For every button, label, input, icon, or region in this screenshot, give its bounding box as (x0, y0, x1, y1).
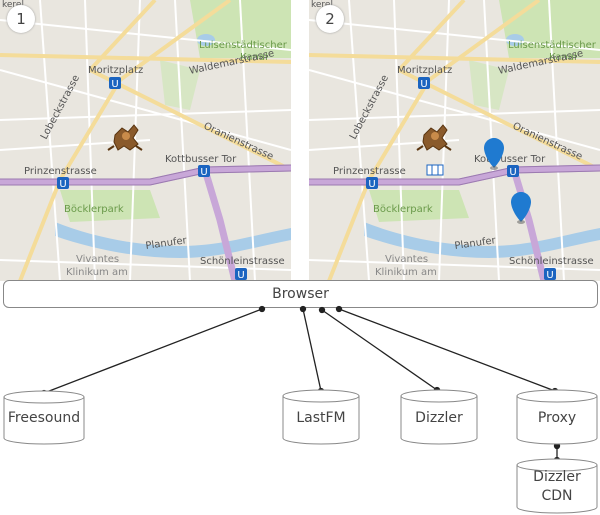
dizzler-database-icon (400, 389, 478, 445)
map-label: Vivantes (385, 254, 428, 265)
subway-station-icon: U (366, 177, 378, 190)
lastfm-node: LastFM (281, 386, 361, 438)
node-label: Proxy (537, 410, 577, 426)
map-panel-1[interactable]: U U U U kerel Luisenstädtischer Kanal Mo… (0, 0, 291, 281)
map-label: Prinzenstrasse (24, 166, 97, 177)
subway-station-icon: U (418, 77, 430, 90)
node-label: Freesound (7, 410, 81, 426)
map-label: kerel (311, 0, 333, 10)
river-canal (364, 222, 600, 258)
dizzler-cdn-node: Dizzler CDN (517, 455, 597, 513)
browser-node: Browser (3, 280, 598, 308)
map-label: Schönleinstrasse (200, 256, 285, 267)
lake-icon (197, 34, 215, 46)
park-area (190, 0, 291, 58)
map-label: Klinikum am (375, 267, 437, 278)
link-endpoint-dot (335, 305, 343, 313)
link-browser-proxy (338, 308, 556, 392)
minor-streets (0, 0, 291, 281)
river-canal (55, 222, 291, 258)
svg-text:U: U (509, 167, 516, 178)
map-label: Böcklerpark (373, 204, 433, 215)
map-label: Klinikum am (66, 267, 128, 278)
subway-lines (0, 164, 291, 281)
major-streets (0, 0, 291, 281)
step-number-badge: 1 (7, 5, 35, 33)
dizzler-node: Dizzler (399, 386, 479, 438)
map-pin-icon[interactable] (484, 138, 504, 170)
park-area (499, 0, 600, 58)
park-area (369, 190, 469, 222)
step-number-badge: 2 (316, 5, 344, 33)
svg-text:U: U (200, 167, 207, 178)
link-endpoint-dot (318, 306, 326, 314)
svg-text:U: U (59, 179, 66, 190)
node-label: CDN (541, 488, 573, 504)
proxy-node: Proxy (517, 386, 597, 438)
link-browser-dizzler (321, 309, 438, 391)
map-pin-icon[interactable] (511, 192, 531, 224)
map-label: Moritzplatz (88, 65, 143, 76)
lake-icon (506, 34, 524, 46)
freesound-database-icon (3, 390, 85, 445)
bus-stop-icon (426, 164, 444, 176)
proxy-database-icon (516, 389, 598, 445)
map-label: Schönleinstrasse (509, 256, 594, 267)
map-label: Kottbusser Tor (474, 154, 546, 165)
svg-text:U: U (546, 270, 553, 281)
node-label: Dizzler (533, 469, 581, 485)
subway-line-outline (0, 164, 291, 186)
park-area (60, 190, 160, 222)
map-label: Böcklerpark (64, 204, 124, 215)
subway-station-icon: U (198, 165, 210, 178)
subway-lines (309, 164, 600, 281)
map-label: Kanal (240, 52, 268, 63)
subway-station-icon: U (507, 165, 519, 178)
character-avatar-icon[interactable] (416, 124, 452, 151)
link-browser-lastfm (302, 308, 322, 392)
svg-text:U: U (111, 79, 118, 90)
character-avatar-icon[interactable] (107, 124, 143, 151)
freesound-node: Freesound (4, 386, 84, 438)
lastfm-database-icon (282, 389, 360, 445)
map-label: Prinzenstrasse (333, 166, 406, 177)
map-label: Kottbusser Tor (165, 154, 237, 165)
svg-text:U: U (368, 179, 375, 190)
subway-station-icon: U (544, 268, 556, 281)
subway-station-icon: U (109, 77, 121, 90)
map-label: Vivantes (76, 254, 119, 265)
node-label: LastFM (296, 410, 346, 426)
svg-text:U: U (237, 270, 244, 281)
major-streets (309, 0, 600, 281)
link-endpoint-dot (258, 305, 266, 313)
map-panel-2[interactable]: U U U U kerel Luisenstädt (309, 0, 600, 281)
map-1-graphic: U U U U kerel Luisenstädtischer Kanal Mo… (0, 0, 291, 281)
link-endpoint-dot (299, 305, 307, 313)
map-label: Kanal (549, 52, 577, 63)
map-label: Luisenstädtischer (199, 40, 288, 51)
map-label: Luisenstädtischer (508, 40, 597, 51)
map-label: Moritzplatz (397, 65, 452, 76)
map-label: kerel (2, 0, 24, 10)
svg-text:U: U (420, 79, 427, 90)
subway-station-icon: U (57, 177, 69, 190)
link-browser-freesound (43, 308, 263, 394)
node-label: Dizzler (415, 410, 463, 426)
map-2-graphic: U U U U kerel Luisenstädt (309, 0, 600, 281)
subway-station-icon: U (235, 268, 247, 281)
dizzler-cdn-database-icon (516, 458, 598, 514)
subway-line-outline (309, 164, 600, 186)
